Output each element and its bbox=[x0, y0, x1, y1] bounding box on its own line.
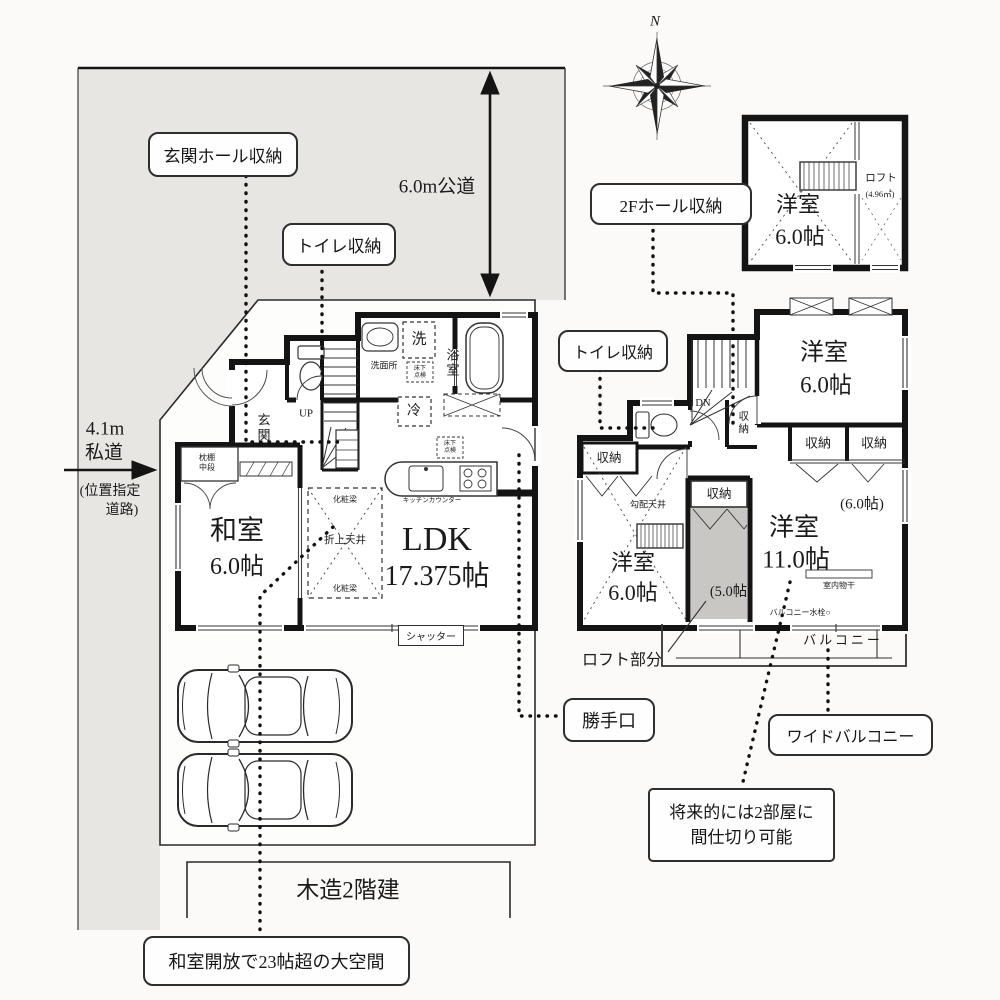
stairs-down-label: DN bbox=[695, 397, 711, 409]
compass-north-label: N bbox=[649, 13, 661, 30]
shutter-label: シャッター bbox=[406, 632, 456, 643]
balcony bbox=[661, 624, 907, 667]
genkan-label: 玄関 bbox=[255, 413, 271, 443]
room-tr-size-label: 6.0帖 bbox=[800, 372, 852, 398]
room-main-size-label: 11.0帖 bbox=[762, 546, 830, 574]
indoor-drying-label: 室内物干 bbox=[823, 581, 855, 590]
storage-label-b: 収納 bbox=[860, 435, 888, 451]
bathtub-icon bbox=[465, 322, 504, 394]
kitchen-counter bbox=[384, 461, 498, 497]
loft-area-label: (4.96㎡) bbox=[865, 188, 895, 199]
road-area bbox=[77, 66, 566, 930]
loft-label: ロフト bbox=[865, 172, 897, 184]
loft-under-size-label: (5.0帖) bbox=[709, 583, 753, 600]
storage-label-stairs: 収納 bbox=[737, 410, 749, 436]
road-width-arrow bbox=[480, 70, 500, 298]
stairs-down-icon bbox=[689, 340, 751, 426]
private-road-label: 私道 bbox=[84, 442, 124, 464]
washroom-label: 洗面所 bbox=[370, 360, 398, 371]
beam-top-label: 化粧梁 bbox=[333, 495, 357, 504]
leader-lines bbox=[244, 174, 830, 935]
callout-2f-hall-storage: 2Fホール収納 bbox=[590, 183, 752, 225]
callout-future-partition: 将来的には2部屋に 間仕切り可能 bbox=[648, 788, 835, 862]
balcony-faucet-label: バルコニー水栓○ bbox=[769, 608, 831, 617]
floor1-plan bbox=[172, 309, 541, 634]
floor2-plan bbox=[574, 297, 911, 667]
balcony-label: バルコニー bbox=[803, 632, 883, 648]
room-bl-label: 洋室 bbox=[610, 550, 656, 575]
building-structure-label: 木造2階建 bbox=[296, 877, 400, 903]
toilet-icon bbox=[635, 411, 678, 439]
washitsu-size-label: 6.0帖 bbox=[210, 554, 264, 580]
callout-label: ワイドバルコニー bbox=[786, 729, 915, 746]
closet-shelf-label2: 中段 bbox=[199, 463, 215, 472]
hatch-label1: 床下 bbox=[413, 366, 427, 372]
loft-room-size-label: 6.0帖 bbox=[775, 224, 825, 249]
callout-label: トイレ収納 bbox=[572, 345, 653, 362]
washer-label: 洗 bbox=[411, 331, 427, 348]
loft-ladder-icon bbox=[799, 161, 857, 191]
hatch-label2: 点検 bbox=[443, 448, 457, 454]
room-sub-size-label: (6.0帖) bbox=[840, 496, 884, 513]
callout-label: 2Fホール収納 bbox=[619, 196, 723, 216]
room-tr-label: 洋室 bbox=[800, 340, 848, 366]
bath-label: 浴室 bbox=[444, 348, 460, 378]
fridge-label: 冷 bbox=[407, 404, 421, 419]
storage-label-left: 収納 bbox=[596, 450, 622, 465]
hatch-label2: 点検 bbox=[413, 373, 427, 379]
callout-washitsu-open-space: 和室開放で23帖超の大空間 bbox=[143, 936, 410, 986]
car-icon bbox=[177, 664, 353, 748]
callout-label-line1: 将来的には2部屋に bbox=[669, 802, 814, 822]
loft-room-label: 洋室 bbox=[775, 192, 821, 217]
ldk-size-label: 17.375帖 bbox=[384, 561, 490, 592]
building-bracket bbox=[186, 861, 511, 918]
kitchen-counter-label: キッチンカウンター bbox=[402, 496, 462, 504]
beam-bottom-label: 化粧梁 bbox=[333, 584, 357, 593]
room-main-label: 洋室 bbox=[768, 514, 820, 542]
storage-label-gray: 収納 bbox=[706, 486, 732, 501]
shutter-label-box: シャッター bbox=[398, 625, 464, 646]
public-road-label: 6.0m公道 bbox=[398, 176, 476, 198]
closet-shelf-label1: 枕棚 bbox=[199, 453, 215, 462]
toilet-icon bbox=[296, 345, 325, 401]
ldk-label: LDK bbox=[402, 521, 472, 558]
coffered-ceiling-label: 折上天井 bbox=[324, 534, 366, 546]
room-bl-size-label: 6.0帖 bbox=[608, 580, 658, 605]
compass-rose-icon bbox=[603, 32, 711, 140]
hatch-label1: 床下 bbox=[443, 441, 457, 447]
callout-label: トイレ収納 bbox=[296, 237, 382, 256]
private-road-note1: (位置指定 bbox=[79, 484, 141, 499]
callout-toilet-storage-2f: トイレ収納 bbox=[558, 330, 668, 372]
callout-kitchen-door: 勝手口 bbox=[563, 698, 655, 742]
washitsu-label: 和室 bbox=[210, 515, 264, 546]
private-road-note2: 道路) bbox=[105, 503, 139, 518]
storage-label-a: 収納 bbox=[804, 435, 832, 451]
callout-wide-balcony: ワイドバルコニー bbox=[768, 714, 933, 756]
callout-genkan-hall-storage: 玄関ホール収納 bbox=[148, 132, 298, 177]
loft-part-label: ロフト部分 bbox=[581, 652, 663, 669]
car-icon bbox=[177, 748, 353, 832]
private-road-width-label: 4.1m bbox=[85, 418, 125, 440]
callout-label-line2: 間仕切り可能 bbox=[690, 828, 793, 847]
stairs-up-label: UP bbox=[298, 407, 314, 420]
callout-toilet-storage-1f: トイレ収納 bbox=[282, 223, 396, 266]
callout-label: 玄関ホール収納 bbox=[163, 147, 283, 166]
private-road-arrow bbox=[64, 460, 158, 480]
sloped-ceiling-label: 勾配天井 bbox=[629, 499, 667, 510]
callout-label: 勝手口 bbox=[582, 711, 636, 731]
callout-label: 和室開放で23帖超の大空間 bbox=[168, 952, 385, 972]
